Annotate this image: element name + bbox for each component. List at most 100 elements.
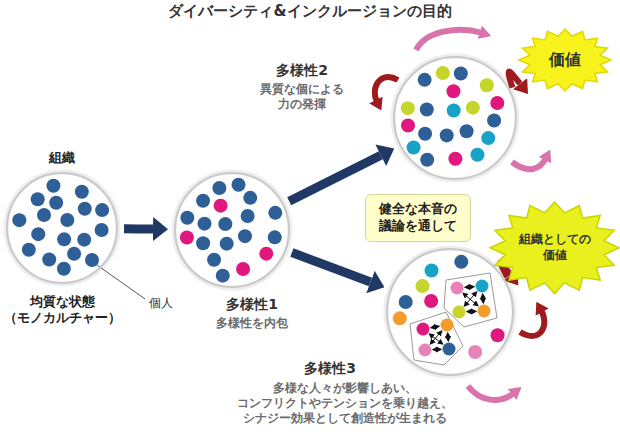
circle-outline [174, 172, 290, 288]
interaction-arrow [433, 349, 441, 350]
flow-arrow [124, 224, 153, 233]
person-dot [42, 252, 56, 266]
person-dot [12, 213, 26, 227]
box-text: 健全な本音の 議論を通して [376, 201, 460, 235]
person-dot [207, 253, 221, 267]
person-dot [420, 153, 434, 167]
group-outline [444, 273, 497, 327]
person-dot [460, 124, 474, 138]
person-dot [67, 247, 81, 261]
callout-label: 個人 [149, 295, 173, 312]
diversity-circle: 多様性3多様な人々が影響しあい、 コンフリクトやテンションを乗り越え、 シナジー… [386, 248, 514, 376]
diagram-title: ダイバーシティ&インクルージョンの目的 [0, 2, 620, 21]
person-dot [197, 217, 211, 231]
node-caption: 均質な状態 （モノカルチャー） [4, 294, 120, 325]
person-dot [440, 128, 454, 142]
person-dot [216, 269, 230, 283]
value-burst: 組織としての 価値 [490, 202, 619, 294]
person-dot [425, 264, 439, 278]
node-caption: 多様性を内包 [202, 316, 302, 331]
circle-outline [7, 173, 117, 283]
person-dot [480, 78, 494, 92]
person-dot [268, 206, 282, 220]
interaction-arrow [464, 292, 476, 306]
flow-arrow [416, 30, 482, 50]
person-dot [490, 96, 504, 110]
node-heading: 組織 [32, 150, 92, 166]
diversity-circle: 多様性2異質な個による 力の発揮 [393, 56, 517, 180]
value-text: 組織としての 価値 [515, 232, 595, 263]
person-dot [420, 103, 434, 117]
person-dot [95, 203, 109, 217]
person-dot [218, 217, 232, 231]
process-box: 健全な本音の 議論を通して [365, 194, 471, 242]
burst-shape [490, 202, 619, 294]
person-dot [268, 230, 282, 244]
node-heading: 多様性2 [256, 62, 348, 80]
person-dot [443, 343, 456, 356]
group-outline [410, 312, 463, 365]
circle-outline [6, 172, 118, 284]
person-dot [241, 209, 255, 223]
circle-outline [393, 56, 517, 180]
person-dot [401, 119, 415, 133]
person-dot [448, 152, 462, 166]
person-dot [487, 114, 501, 128]
person-dot [393, 311, 407, 325]
value-text: 価値 [549, 50, 581, 71]
person-dot [212, 181, 226, 195]
person-dot [424, 294, 438, 308]
flow-arrow [512, 158, 546, 169]
person-dot [446, 84, 460, 98]
person-dot [401, 101, 415, 115]
node-caption: 異質な個による 力の発揮 [256, 82, 348, 112]
interaction-arrow [430, 331, 441, 344]
person-dot [75, 185, 89, 199]
person-dot [77, 233, 91, 247]
person-dot [478, 305, 491, 318]
person-dot [57, 232, 71, 246]
value-burst: 価値 [519, 29, 611, 91]
flow-arrow [468, 386, 514, 400]
interaction-arrow [465, 286, 474, 288]
person-dot [57, 262, 71, 276]
person-dot [196, 194, 210, 208]
person-dot [243, 191, 257, 205]
circle-ground [174, 172, 290, 288]
person-dot [31, 192, 45, 206]
person-dot [451, 282, 464, 295]
flow-arrow [508, 71, 520, 87]
interaction-arrow [447, 333, 449, 341]
flow-arrow [292, 253, 371, 283]
person-dot [49, 196, 63, 210]
person-dot [31, 227, 45, 241]
interaction-arrow [482, 294, 484, 303]
person-dot [78, 202, 92, 216]
person-dot [418, 127, 432, 141]
person-dot [407, 140, 421, 154]
interaction-arrow [467, 311, 476, 312]
person-dot [417, 323, 430, 336]
flow-arrow [520, 310, 544, 336]
person-dot [491, 328, 505, 342]
interaction-arrow [431, 326, 439, 327]
interaction-groups [410, 273, 497, 365]
circle-outline [394, 57, 516, 179]
person-dot [95, 223, 109, 237]
circle-ground [6, 172, 118, 284]
node-heading: 多様性3 [285, 360, 375, 378]
circle-ground [393, 56, 517, 180]
person-dot [441, 319, 454, 332]
person-dot [238, 229, 252, 243]
person-dot [419, 344, 432, 357]
person-dot [37, 208, 51, 222]
person-dot [85, 253, 99, 267]
organization-circle: 組織均質な状態 （モノカルチャー） [6, 172, 118, 284]
person-dot [436, 66, 450, 80]
person-dot [232, 178, 246, 192]
node-caption: 多様な人々が影響しあい、 コンフリクトやテンションを乗り越え、 シナジー効果とし… [231, 381, 459, 426]
person-dot [418, 73, 432, 87]
person-dot [60, 213, 74, 227]
person-dot [470, 148, 484, 162]
